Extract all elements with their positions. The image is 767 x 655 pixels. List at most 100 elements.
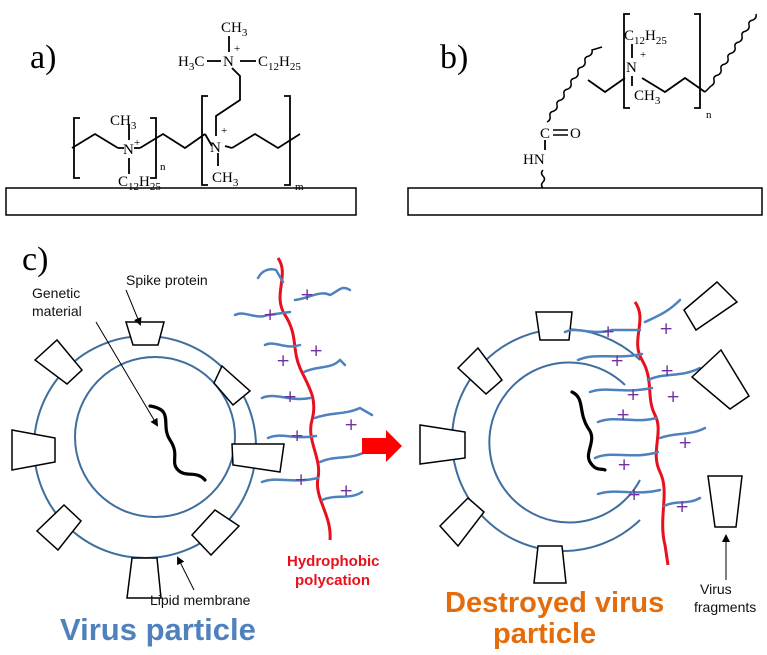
hydrophobic-side-chain: [588, 386, 654, 394]
polycation-backbone: [276, 257, 332, 541]
hydrophobic-side-chain: [260, 394, 312, 401]
panel-a: a) CH3 N + C12H25 n m N + CH3: [5, 20, 357, 216]
spike-protein: [124, 321, 165, 346]
destroyed-particle-title-2: particle: [493, 618, 596, 650]
genetic-material-label-2: material: [32, 303, 82, 319]
hydrophobic-side-chain: [593, 450, 660, 460]
b-ch3: CH3: [634, 88, 661, 107]
b-c12h25: C12H25: [624, 28, 667, 47]
hydrophobic-side-chain: [233, 310, 292, 318]
hydrophobic-side-chain: [596, 416, 658, 424]
positive-charge: +: [616, 405, 630, 425]
lipid-membrane-label: Lipid membrane: [150, 592, 251, 608]
spike-protein: [11, 429, 56, 471]
genetic-material: [570, 390, 607, 472]
a-left-n: N: [123, 142, 134, 158]
hydrophobic-side-chain: [313, 406, 374, 420]
hydrophobic-side-chain: [643, 298, 682, 324]
surface-a: [5, 187, 357, 216]
a-left-ch3: CH3: [110, 113, 137, 132]
hydrophobic-side-chain: [576, 352, 644, 362]
positive-charge: +: [309, 341, 323, 361]
hydrophobic-side-chain: [318, 450, 367, 464]
a-top-plus: +: [234, 43, 240, 55]
hydrophobic-side-chain: [320, 490, 364, 502]
b-hn: HN: [523, 152, 545, 168]
virus-fragment: [683, 280, 739, 332]
positive-charge: +: [675, 497, 689, 517]
panel-b-label: b): [440, 39, 468, 76]
destroyed-particle: Destroyed virus particle: [419, 311, 664, 650]
positive-charge: +: [344, 415, 358, 435]
virus-particle-left: Spike protein Genetic material Lipid mem…: [11, 272, 285, 647]
positive-charge: +: [678, 433, 692, 453]
b-carbonyl-o: O: [570, 126, 581, 142]
lipid-membrane-inner: [74, 356, 236, 518]
positive-charge: +: [290, 426, 304, 446]
positive-charge: +: [601, 322, 615, 342]
spike-protein: [190, 509, 241, 557]
spike-protein: [35, 503, 83, 552]
b-plus: +: [640, 49, 646, 61]
positive-charge: +: [610, 351, 624, 371]
spike-protein-label: Spike protein: [126, 272, 208, 288]
backbone-a-middle: [139, 132, 206, 150]
polycation-right: + + + + + + + + + + +: [563, 298, 707, 566]
a-m-subscript: m: [295, 181, 304, 193]
b-n-subscript: n: [706, 109, 712, 121]
hydrophobic-side-chain: [658, 426, 707, 440]
hydrophobic-side-chain: [646, 366, 702, 382]
lipid-membrane-inner-broken: [488, 361, 641, 524]
spike-protein: [535, 311, 573, 341]
a-top-h3c: H3C: [178, 54, 204, 73]
positive-charge: +: [617, 455, 631, 475]
virus-fragments-label-2: fragments: [694, 599, 756, 615]
positive-charge: +: [294, 470, 308, 490]
positive-charge: +: [300, 285, 314, 305]
spike-protein: [419, 424, 466, 465]
a-left-plus: +: [134, 137, 140, 149]
a-left-c12h25: C12H25: [118, 174, 161, 193]
hydrophobic-side-chain: [293, 286, 352, 302]
hydrophobic-side-chain: [563, 328, 642, 334]
hydrophobic-side-chain: [260, 476, 320, 484]
genetic-material-label-1: Genetic: [32, 285, 80, 301]
positive-charge: +: [666, 387, 680, 407]
hydrophobic-side-chain: [263, 342, 302, 348]
spike-protein: [126, 557, 162, 599]
positive-charge: +: [263, 305, 277, 325]
backbone-a-right: [231, 132, 301, 150]
positive-charge: +: [627, 485, 641, 505]
panel-b: b) HN C O N + C12H25 CH3 n: [407, 13, 763, 216]
panel-a-label: a): [30, 39, 56, 76]
polycation-backbone: [633, 301, 670, 566]
polycation-left: + + + + + + + + + Hydrophobic polycation: [233, 257, 380, 589]
spike-protein: [456, 346, 504, 396]
a-top-c12h25: C12H25: [258, 54, 301, 73]
spike-protein: [231, 443, 285, 473]
a-top-n: N: [223, 54, 234, 70]
positive-charge: +: [659, 319, 673, 339]
virus-fragments: [683, 280, 751, 528]
genetic-material: [148, 404, 207, 482]
virus-fragment: [707, 475, 743, 528]
a-right-n: N: [210, 140, 221, 156]
hydrophobic-side-chain: [302, 358, 347, 374]
positive-charge: +: [276, 351, 290, 371]
hydrophobic-side-chain: [662, 496, 702, 508]
virus-fragment: [690, 348, 751, 410]
spike-protein: [213, 364, 252, 407]
positive-charge: +: [660, 361, 674, 381]
positive-charge: +: [283, 387, 297, 407]
a-top-ch3: CH3: [221, 20, 248, 39]
a-right-plus: +: [221, 125, 227, 137]
a-n-subscript: n: [160, 161, 166, 173]
hydrophobic-polycation-label-1: Hydrophobic: [287, 553, 380, 570]
surface-b: [407, 187, 763, 216]
hydrophobic-polycation-label-2: polycation: [295, 572, 370, 589]
a-right-ch3: CH3: [212, 170, 239, 189]
spike-protein: [33, 338, 84, 385]
positive-charge: +: [626, 385, 640, 405]
spike-protein: [438, 496, 486, 548]
